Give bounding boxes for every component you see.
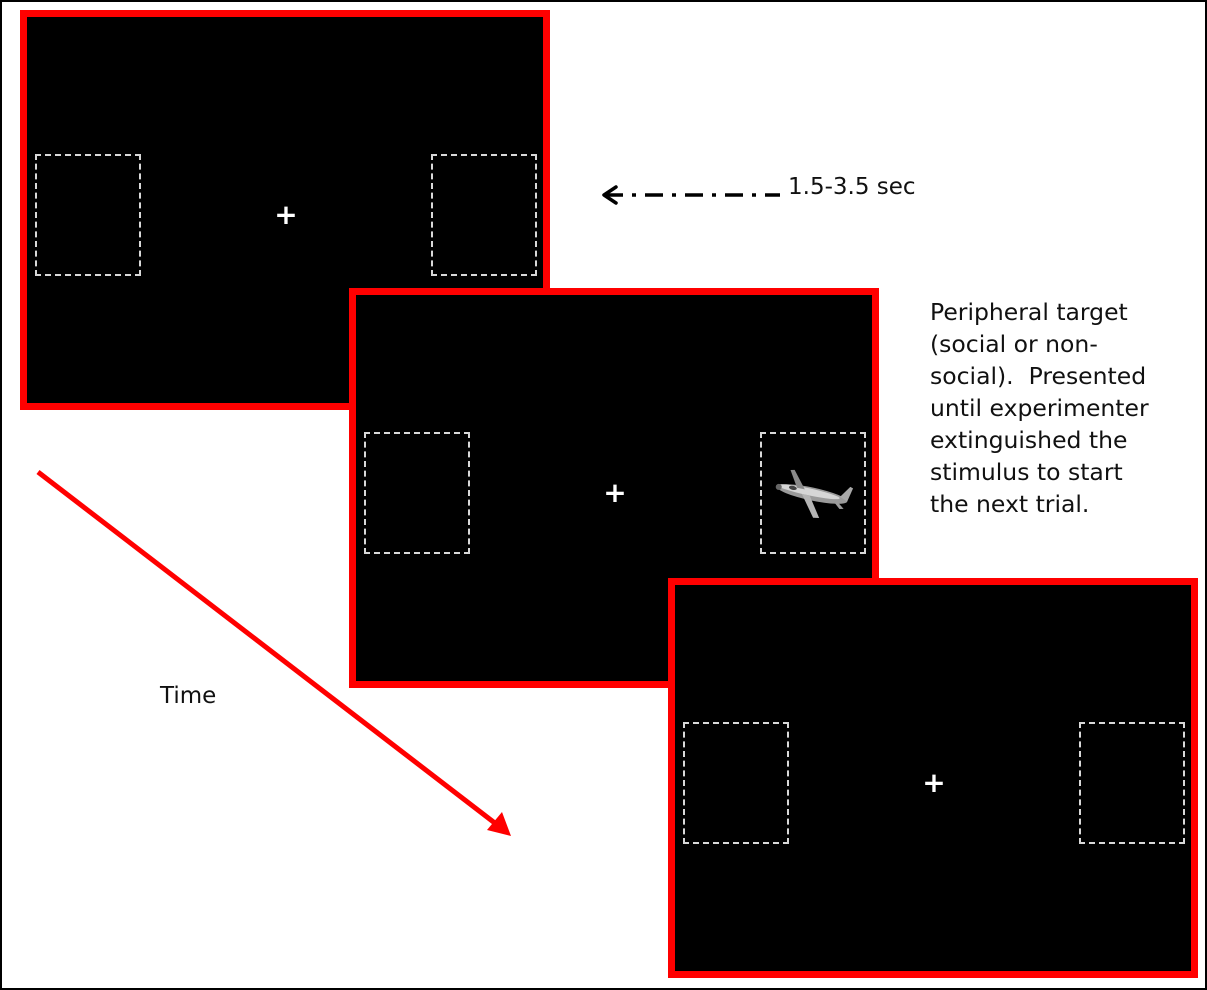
description-line: extinguished the [930, 426, 1128, 454]
description-line: social). Presented [930, 362, 1147, 390]
description-line: Peripheral target [930, 298, 1128, 326]
fixation-cross: + [922, 766, 946, 799]
left-target-box [683, 722, 789, 844]
target-description: Peripheral target (social or non- social… [930, 296, 1198, 520]
timing-label: 1.5-3.5 sec [788, 174, 916, 200]
airplane-icon [775, 469, 854, 519]
right-target-box [431, 154, 537, 276]
right-target-box [760, 432, 866, 554]
description-line: stimulus to start [930, 458, 1123, 486]
left-target-box [35, 154, 141, 276]
screen-next-trial: + [668, 578, 1198, 978]
description-line: until experimenter [930, 394, 1149, 422]
description-line: (social or non- [930, 330, 1098, 358]
time-label: Time [160, 683, 217, 709]
right-target-box [1079, 722, 1185, 844]
fixation-cross: + [603, 476, 627, 509]
description-line: the next trial. [930, 490, 1090, 518]
left-target-box [364, 432, 470, 554]
fixation-cross: + [274, 198, 298, 231]
